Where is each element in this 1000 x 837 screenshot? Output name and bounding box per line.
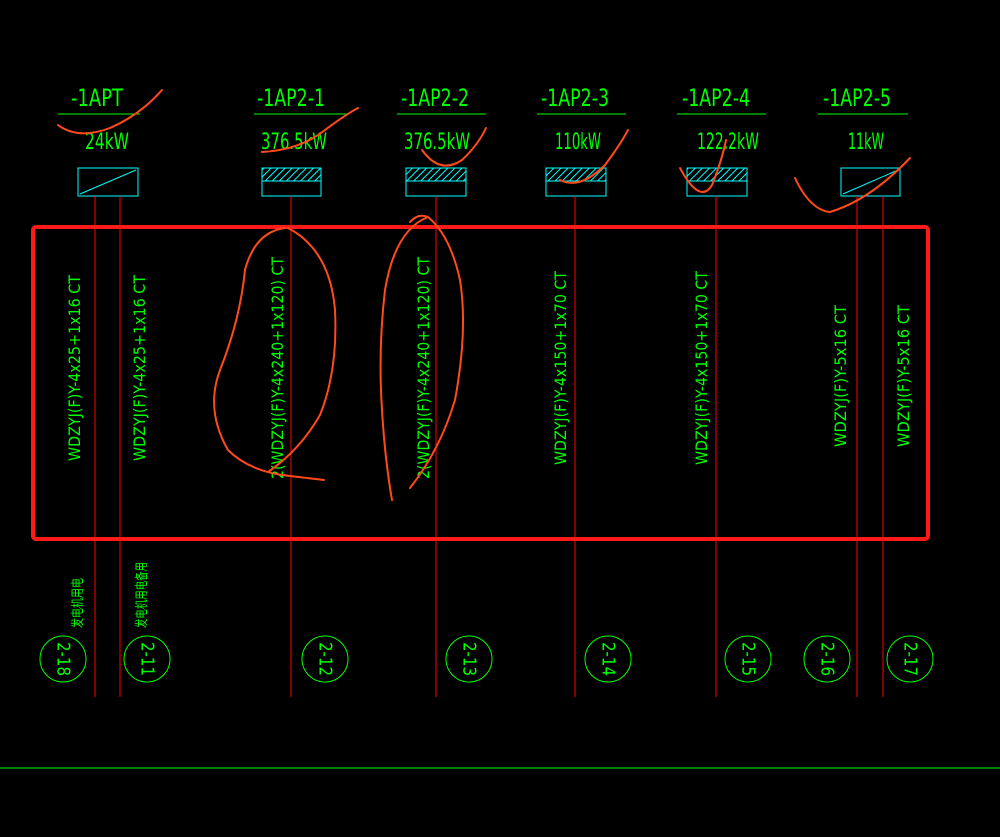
panel-power: 110kW <box>555 130 601 155</box>
panel-symbol-hatch <box>261 167 322 182</box>
panel-name: -1AP2-4 <box>682 84 750 112</box>
tag-label: 2-15 <box>738 642 759 676</box>
cable-spec-label: WDZYJ(F)Y-4x150+1x70 CT <box>692 271 711 465</box>
cable-spec-label: WDZYJ(F)Y-4x25+1x16 CT <box>65 275 84 461</box>
usage-note: 发电机用电 <box>70 578 86 628</box>
tag-circle <box>301 635 349 683</box>
cable-spec-label: WDZYJ(F)Y-5x16 CT <box>831 305 850 447</box>
tag-label: 2-18 <box>53 642 74 676</box>
panel-header: -1AP2-2 376.5kW <box>397 84 486 197</box>
cable-spec-label: 2(WDZYJ(F)Y-4x240+1x120) CT <box>414 257 433 479</box>
panel-power: 376.5kW <box>404 130 470 155</box>
annotation-stroke <box>57 89 163 135</box>
panel-power: 11kW <box>848 130 884 155</box>
highlight-rectangle <box>31 225 930 541</box>
handwritten-annotations <box>57 89 911 501</box>
circuit-tag: 2-17 <box>886 635 934 683</box>
tag-circle <box>724 635 772 683</box>
circuit-tag: 2-18 <box>39 635 87 683</box>
cable-spec-label: WDZYJ(F)Y-4x25+1x16 CT <box>130 275 149 461</box>
tag-label: 2-13 <box>459 642 480 676</box>
panel-header: -1AP2-5 11kW <box>818 84 908 197</box>
tag-label: 2-17 <box>900 642 921 676</box>
panel-symbol-diagonal <box>79 169 137 195</box>
circuit-tag: 2-13 <box>445 635 493 683</box>
usage-notes: 发电机用电 发电机用电备用 <box>70 562 150 628</box>
circuit-tag: 2-14 <box>584 635 632 683</box>
tag-label: 2-12 <box>315 642 336 676</box>
panel-symbol-hatch <box>405 167 467 182</box>
panel-name: -1AP2-1 <box>257 84 325 112</box>
tag-circle <box>445 635 493 683</box>
tag-circle <box>123 635 171 683</box>
cable-spec-label: 2(WDZYJ(F)Y-4x240+1x120) CT <box>268 257 287 479</box>
cable-spec-label: WDZYJ(F)Y-5x16 CT <box>894 305 913 447</box>
annotation-oval <box>379 214 465 501</box>
panel-symbol-box <box>840 167 901 197</box>
annotation-stroke <box>559 129 629 184</box>
feeder-wires <box>94 196 884 697</box>
annotation-stroke <box>421 127 487 167</box>
circuit-tag: 2-11 <box>123 635 171 683</box>
panel-power: 122.2kW <box>697 130 759 155</box>
tag-circle <box>39 635 87 683</box>
circuit-tag: 2-16 <box>803 635 851 683</box>
panel-symbol-hatch <box>545 167 607 182</box>
tag-circle <box>886 635 934 683</box>
circuit-tags: 2-18 2-11 2-12 2-13 2-14 2-15 2-16 2-17 <box>39 635 934 683</box>
panel-header: -1APT 24kW <box>58 84 140 197</box>
tag-circle <box>584 635 632 683</box>
panel-power: 24kW <box>85 130 129 155</box>
annotation-stroke <box>679 139 727 193</box>
panel-name: -1AP2-2 <box>401 84 469 112</box>
annotation-stroke <box>261 107 359 153</box>
tag-label: 2-11 <box>137 642 158 676</box>
cable-labels: WDZYJ(F)Y-4x25+1x16 CT WDZYJ(F)Y-4x25+1x… <box>65 257 913 479</box>
annotation-stroke <box>794 157 911 213</box>
circuit-tag: 2-15 <box>724 635 772 683</box>
tag-label: 2-14 <box>598 642 619 676</box>
panel-header: -1AP2-3 110kW <box>537 84 626 197</box>
panel-name: -1AP2-5 <box>823 84 891 112</box>
tag-label: 2-16 <box>817 642 838 676</box>
panel-symbol-box <box>77 167 139 197</box>
annotation-oval <box>213 227 337 481</box>
circuit-tag: 2-12 <box>301 635 349 683</box>
panel-name: -1APT <box>71 84 124 112</box>
panel-name: -1AP2-3 <box>541 84 609 112</box>
panel-header: -1AP2-4 122.2kW <box>677 84 766 197</box>
tag-circle <box>803 635 851 683</box>
usage-note: 发电机用电备用 <box>134 562 150 628</box>
cable-spec-label: WDZYJ(F)Y-4x150+1x70 CT <box>551 271 570 465</box>
panel-symbol-diagonal <box>842 169 899 195</box>
